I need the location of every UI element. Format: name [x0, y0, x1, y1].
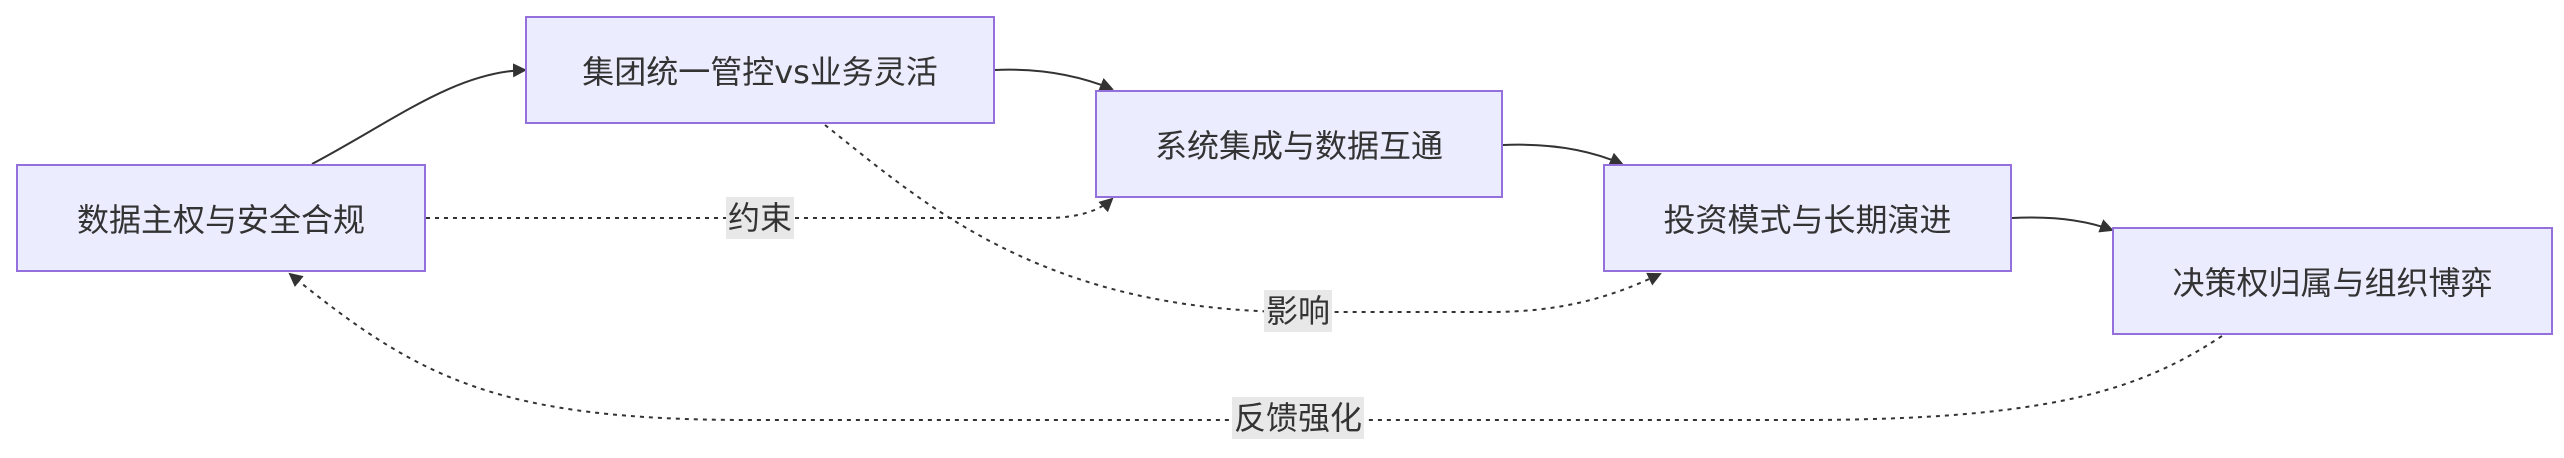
node-system-integration: 系统集成与数据互通	[1095, 90, 1503, 198]
edge-decision-to-sovereignty-dotted	[288, 272, 2223, 421]
edge-control-to-investment-dotted	[824, 124, 1662, 313]
edge-integration-to-investment	[1502, 143, 1624, 166]
node-system-integration-label: 系统集成与数据互通	[1154, 127, 1443, 165]
node-group-control: 集团统一管控vs业务灵活	[525, 16, 995, 124]
edge-label-constraint: 约束	[725, 197, 795, 239]
edge-control-to-integration	[994, 68, 1114, 91]
edge-label-feedback: 反馈强化	[1231, 397, 1365, 439]
node-data-sovereignty-label: 数据主权与安全合规	[76, 201, 365, 239]
node-decision-rights-label: 决策权归属与组织博弈	[2172, 264, 2493, 302]
edge-sovereignty-to-integration-dotted	[426, 197, 1114, 219]
node-data-sovereignty: 数据主权与安全合规	[16, 164, 426, 272]
edge-investment-to-decision	[2011, 216, 2114, 233]
edge-label-influence: 影响	[1263, 290, 1333, 332]
node-investment-model: 投资模式与长期演进	[1603, 164, 2012, 272]
edge-sovereignty-to-control	[311, 63, 527, 165]
node-investment-model-label: 投资模式与长期演进	[1663, 201, 1952, 239]
node-group-control-label: 集团统一管控vs业务灵活	[582, 53, 938, 91]
node-decision-rights: 决策权归属与组织博弈	[2112, 227, 2553, 335]
